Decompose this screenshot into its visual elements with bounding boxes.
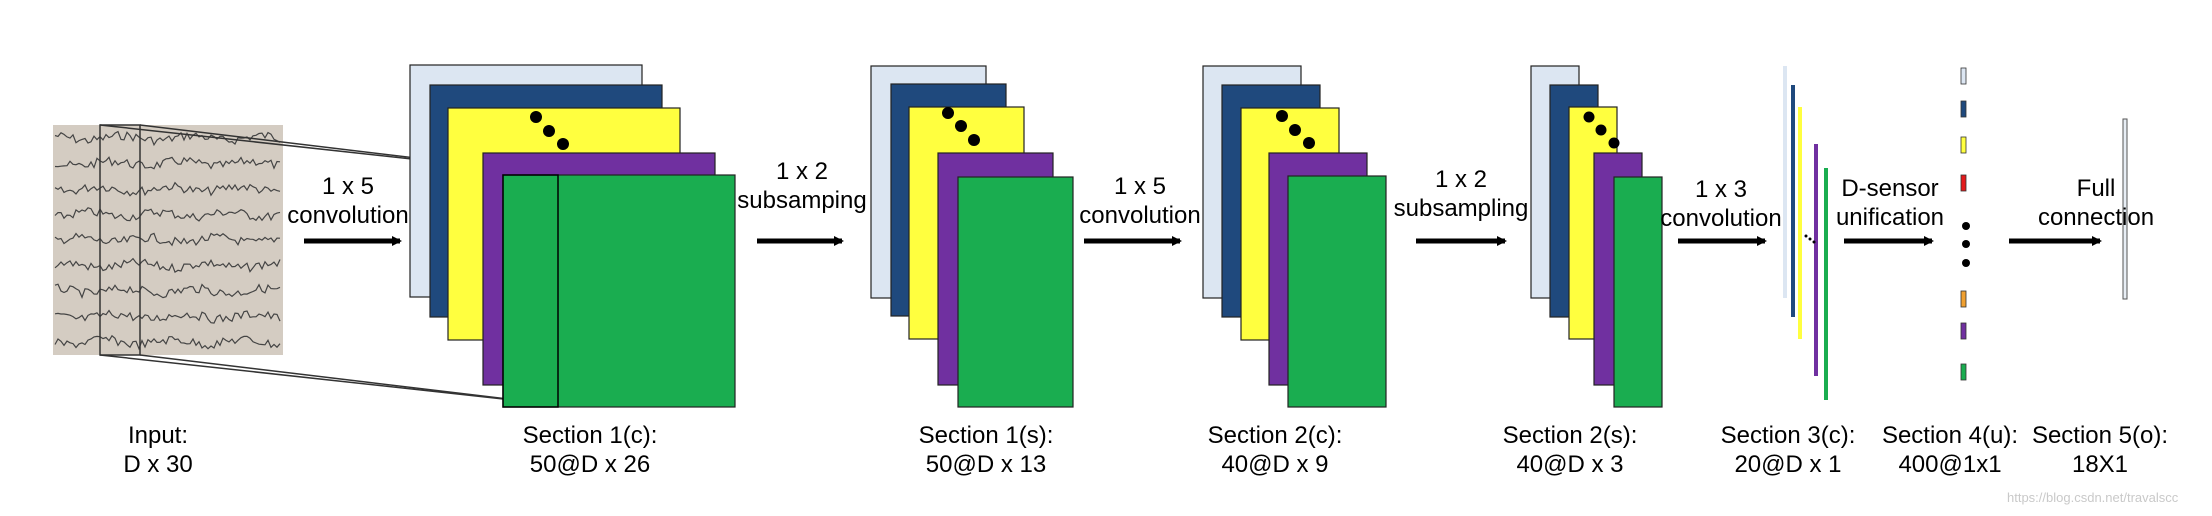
operation-label: 1 x 2 subsamping: [737, 158, 867, 214]
watermark: https://blog.csdn.net/travalscc: [2007, 490, 2179, 505]
eeg-trace: [54, 232, 281, 247]
operation-label: 1 x 3 convolution: [1660, 176, 1782, 232]
ellipsis-dot: [1303, 137, 1315, 149]
eeg-trace: [54, 334, 281, 351]
ellipsis-dot: [1289, 124, 1301, 136]
section-3c-vectors: [1783, 66, 1828, 400]
section-label-1s: Section 1(s): 50@D x 13: [918, 422, 1054, 478]
ellipsis-dot: [955, 120, 967, 132]
section-label-4u: Section 4(u): 400@1x1: [1881, 422, 2019, 478]
ellipsis-dot: [1962, 259, 1970, 267]
input-background: [53, 125, 283, 355]
ellipsis-dot: [1812, 240, 1816, 244]
vector-green: [1824, 168, 1828, 400]
projection-lines: [99, 124, 559, 406]
ellipsis-dot: [968, 134, 980, 146]
section-label-2s: Section 2(s): 40@D x 3: [1502, 422, 1638, 478]
ellipsis-dot: [942, 107, 954, 119]
operation-label: 1 x 2 subsampling: [1393, 166, 1529, 222]
vector-purple: [1814, 144, 1818, 376]
operation-label: Full connection: [2037, 175, 2155, 231]
section-4u-units: [1960, 67, 1970, 381]
eeg-trace: [54, 207, 281, 222]
feature-map-green: [957, 176, 1074, 408]
vector-yellow: [1798, 107, 1802, 339]
eeg-trace: [54, 181, 281, 197]
eeg-traces: [54, 130, 281, 351]
ellipsis-dot: [1583, 111, 1595, 123]
unit-orange: [1960, 290, 1967, 308]
section-label-2c: Section 2(c): 40@D x 9: [1207, 422, 1343, 478]
feature-map-green: [1287, 175, 1387, 408]
ellipsis-dot: [530, 111, 542, 123]
unit-light-blue: [1960, 67, 1967, 85]
section-1c-feature-maps: [409, 64, 736, 408]
ellipsis-dot: [1962, 240, 1970, 248]
feature-map-green: [1613, 176, 1663, 408]
eeg-trace: [54, 156, 281, 170]
ellipsis-dot: [1808, 237, 1812, 241]
ellipsis-dot: [557, 138, 569, 150]
eeg-trace: [54, 309, 281, 324]
operation-label: 1 x 5 convolution: [1079, 173, 1201, 229]
feature-map-green: [502, 174, 736, 408]
section-1s-feature-maps: [870, 65, 1074, 408]
ellipsis-dot: [543, 125, 555, 137]
unit-purple: [1960, 322, 1967, 340]
convolution-window: [99, 124, 141, 356]
eeg-trace: [54, 283, 281, 299]
section-2c-feature-maps: [1202, 65, 1387, 408]
unit-dark-blue: [1960, 100, 1967, 118]
operation-label: D-sensor unification: [1835, 175, 1945, 231]
section-label-1c: Section 1(c): 50@D x 26: [522, 422, 658, 478]
unit-green: [1960, 363, 1967, 381]
eeg-trace: [54, 130, 281, 147]
unit-yellow: [1960, 136, 1967, 154]
section-2s-feature-maps: [1530, 65, 1663, 408]
ellipsis-dot: [1608, 137, 1620, 149]
ellipsis-dot: [1962, 222, 1970, 230]
section-label-3c: Section 3(c): 20@D x 1: [1720, 422, 1856, 478]
vector-dark-blue: [1791, 85, 1795, 317]
ellipsis-dot: [1595, 124, 1607, 136]
unit-red: [1960, 174, 1967, 192]
output-vector: [2122, 118, 2128, 300]
operation-label: 1 x 5 convolution: [287, 173, 409, 229]
ellipsis-dot: [1276, 110, 1288, 122]
section-label-input: Input: D x 30: [123, 422, 193, 478]
vector-light-blue: [1783, 66, 1787, 298]
ellipsis-dot: [1804, 234, 1808, 238]
kernel-window: [502, 174, 559, 408]
input-eeg-signal: [53, 124, 283, 356]
eeg-trace: [54, 257, 281, 273]
section-label-5o: Section 5(o): 18X1: [2031, 422, 2169, 478]
